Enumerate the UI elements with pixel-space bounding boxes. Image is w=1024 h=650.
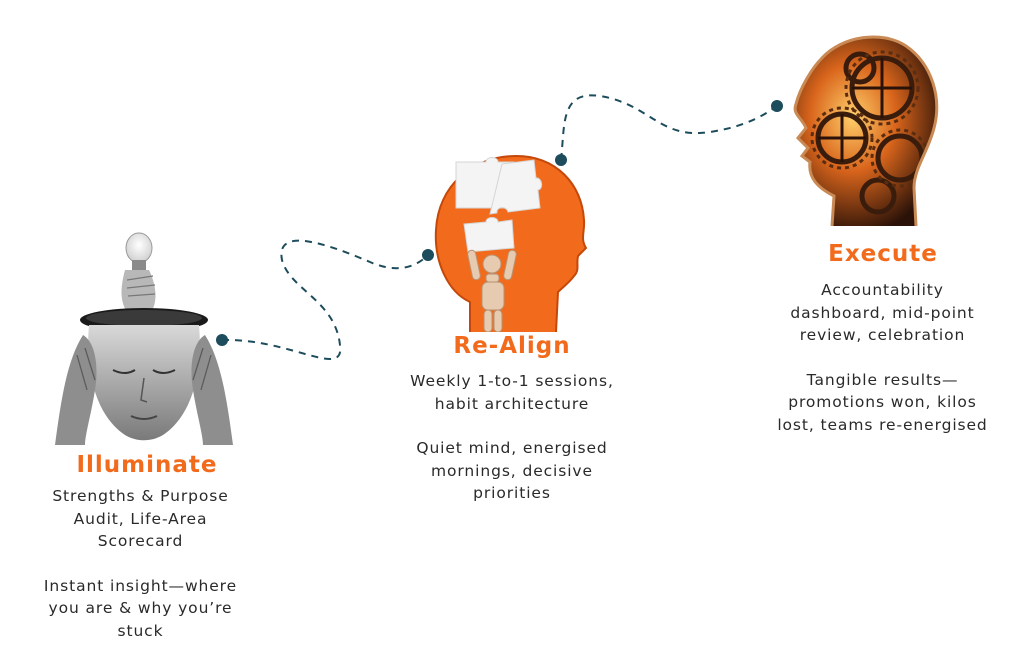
step-outcome: Quiet mind, energised mornings, decisive… xyxy=(416,439,608,502)
step-outcome: Instant insight—where you are & why you’… xyxy=(43,576,238,640)
connector-dot-1 xyxy=(216,334,228,346)
connector-dot-4 xyxy=(771,100,783,112)
step-description-re-align: Weekly 1-to-1 sessions, habit architectu… xyxy=(402,370,622,505)
step-title-illuminate: Illuminate xyxy=(76,452,218,478)
open-head-lightbulb-image xyxy=(55,232,233,445)
step-description-execute: Accountability dashboard, mid-point revi… xyxy=(775,279,990,436)
connector-segment-1 xyxy=(221,239,429,360)
gears-head-image xyxy=(793,35,939,226)
step-description-illuminate: Strengths & Purpose Audit, Life-Area Sco… xyxy=(33,485,248,642)
step-deliverables: Weekly 1-to-1 sessions, habit architectu… xyxy=(410,372,614,413)
puzzle-head-image xyxy=(434,154,588,332)
step-outcome: Tangible results—promotions won, kilos l… xyxy=(777,370,988,434)
connector-dot-3 xyxy=(555,154,567,166)
connector-dot-2 xyxy=(422,249,434,261)
connector-segment-2 xyxy=(560,94,778,161)
step-title-re-align: Re-Align xyxy=(453,333,571,359)
step-deliverables: Strengths & Purpose Audit, Life-Area Sco… xyxy=(52,487,229,550)
step-deliverables: Accountability dashboard, mid-point revi… xyxy=(790,281,975,344)
step-title-execute: Execute xyxy=(828,241,938,267)
